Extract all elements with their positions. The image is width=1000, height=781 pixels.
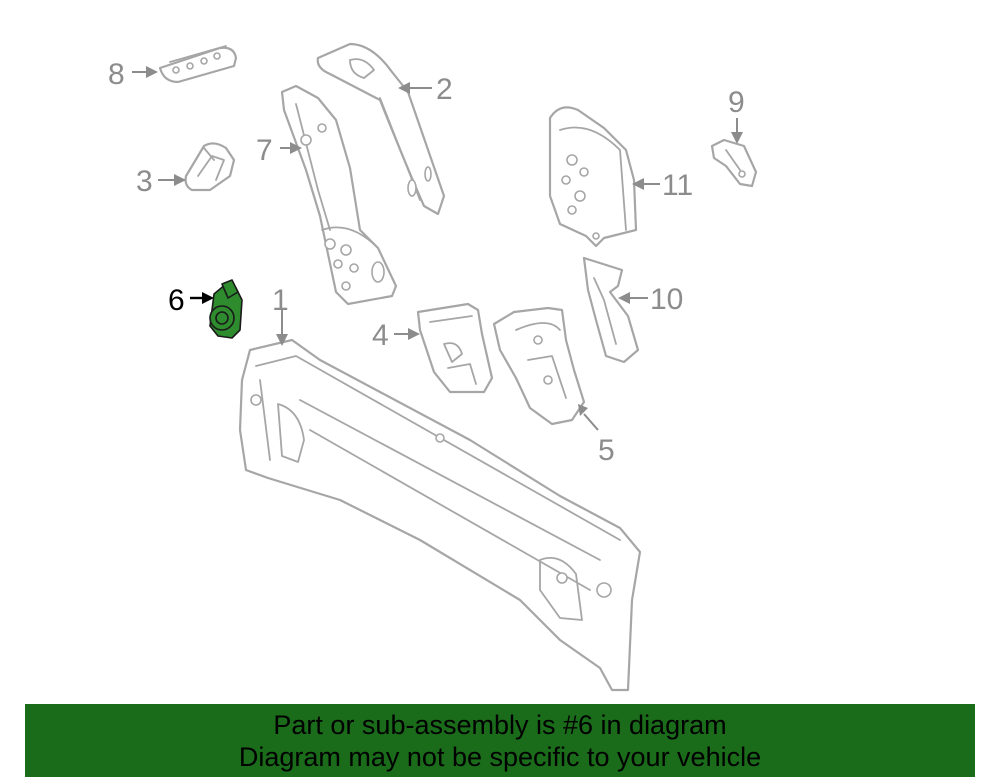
part-8[interactable] (158, 45, 238, 84)
info-banner: Part or sub-assembly is #6 in diagram Di… (25, 704, 975, 777)
callout-8: 8 (108, 58, 125, 91)
banner-line-2: Diagram may not be specific to your vehi… (238, 742, 762, 772)
part-6-highlighted[interactable] (209, 279, 243, 339)
callout-4: 4 (372, 319, 389, 352)
callout-leaders (132, 66, 743, 431)
part-3[interactable] (184, 142, 236, 192)
part-1[interactable] (238, 338, 642, 692)
callout-5: 5 (598, 434, 615, 467)
callout-6: 6 (168, 284, 185, 317)
callout-6-leader (190, 292, 214, 304)
callout-9: 9 (728, 86, 745, 119)
part-9[interactable] (710, 138, 758, 188)
callout-10: 10 (650, 283, 683, 316)
callout-11: 11 (662, 169, 693, 202)
callout-2: 2 (436, 73, 453, 106)
part-5[interactable] (492, 306, 586, 426)
part-10[interactable] (582, 256, 640, 364)
banner-line-1: Part or sub-assembly is #6 in diagram (273, 710, 727, 740)
callout-7: 7 (256, 134, 273, 167)
part-7[interactable] (280, 84, 398, 306)
part-2[interactable] (316, 42, 446, 216)
callout-3: 3 (136, 165, 153, 198)
part-4[interactable] (416, 302, 494, 394)
part-11[interactable] (548, 106, 638, 248)
callout-1: 1 (272, 284, 289, 317)
